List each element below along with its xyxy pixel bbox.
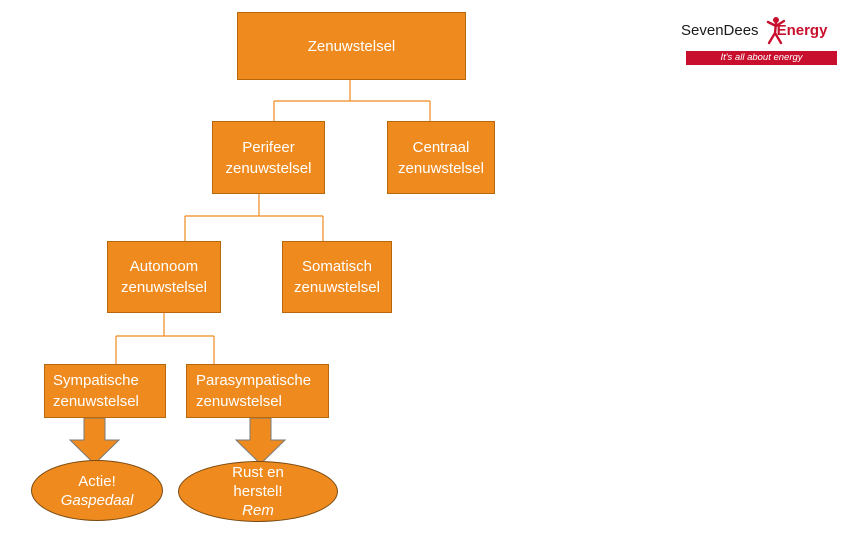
node-autonoom: Autonoom zenuwstelsel bbox=[107, 241, 221, 313]
node-parasympatisch: Parasympatische zenuwstelsel bbox=[186, 364, 329, 418]
node-parasympatisch-line2: zenuwstelsel bbox=[196, 393, 282, 410]
outcome-actie-sub: Gaspedaal bbox=[60, 491, 134, 509]
node-perifeer: Perifeer zenuwstelsel bbox=[212, 121, 325, 194]
node-somatisch-line1: Somatisch bbox=[301, 258, 373, 275]
outcome-actie: Actie! Gaspedaal bbox=[31, 460, 163, 521]
sevendees-logo: SevenDees Energy It's all about energy bbox=[681, 16, 844, 66]
connector-autonoom bbox=[115, 313, 215, 364]
connector-root bbox=[273, 80, 431, 121]
node-sympatisch-line1: Sympatische bbox=[53, 372, 139, 389]
node-sympatisch: Sympatische zenuwstelsel bbox=[44, 364, 166, 418]
node-centraal: Centraal zenuwstelsel bbox=[387, 121, 495, 194]
node-sympatisch-line2: zenuwstelsel bbox=[53, 393, 139, 410]
logo-brand-part2: Energy bbox=[776, 22, 828, 39]
outcome-actie-line1: Actie! bbox=[78, 472, 116, 490]
node-autonoom-line1: Autonoom bbox=[129, 258, 199, 275]
node-perifeer-line2: zenuwstelsel bbox=[225, 159, 312, 177]
node-perifeer-line1: Perifeer bbox=[242, 138, 295, 156]
outcome-rust-line2: herstel! bbox=[233, 483, 283, 500]
logo-wordmark: SevenDees Energy bbox=[681, 22, 827, 39]
node-zenuwstelsel-label: Zenuwstelsel bbox=[307, 37, 396, 55]
node-autonoom-line2: zenuwstelsel bbox=[121, 279, 207, 296]
logo-brand-part1: SevenDees bbox=[681, 22, 759, 39]
outcome-rust-sub: Rem bbox=[242, 502, 274, 519]
node-zenuwstelsel: Zenuwstelsel bbox=[237, 12, 466, 80]
outcome-rust-line1: Rust en bbox=[232, 464, 284, 481]
logo-tagline: It's all about energy bbox=[686, 51, 837, 65]
outcome-rust: Rust en herstel! Rem bbox=[178, 461, 338, 522]
arrow-down-parasympatisch bbox=[234, 417, 287, 465]
node-centraal-line2: zenuwstelsel bbox=[398, 159, 484, 177]
runner-figure-icon bbox=[766, 17, 786, 45]
node-somatisch-line2: zenuwstelsel bbox=[294, 279, 380, 296]
node-centraal-line1: Centraal bbox=[412, 138, 470, 156]
connector-perifeer bbox=[184, 194, 324, 241]
node-somatisch: Somatisch zenuwstelsel bbox=[282, 241, 392, 313]
node-parasympatisch-line1: Parasympatische bbox=[196, 372, 312, 389]
arrow-down-sympatisch bbox=[68, 417, 121, 465]
